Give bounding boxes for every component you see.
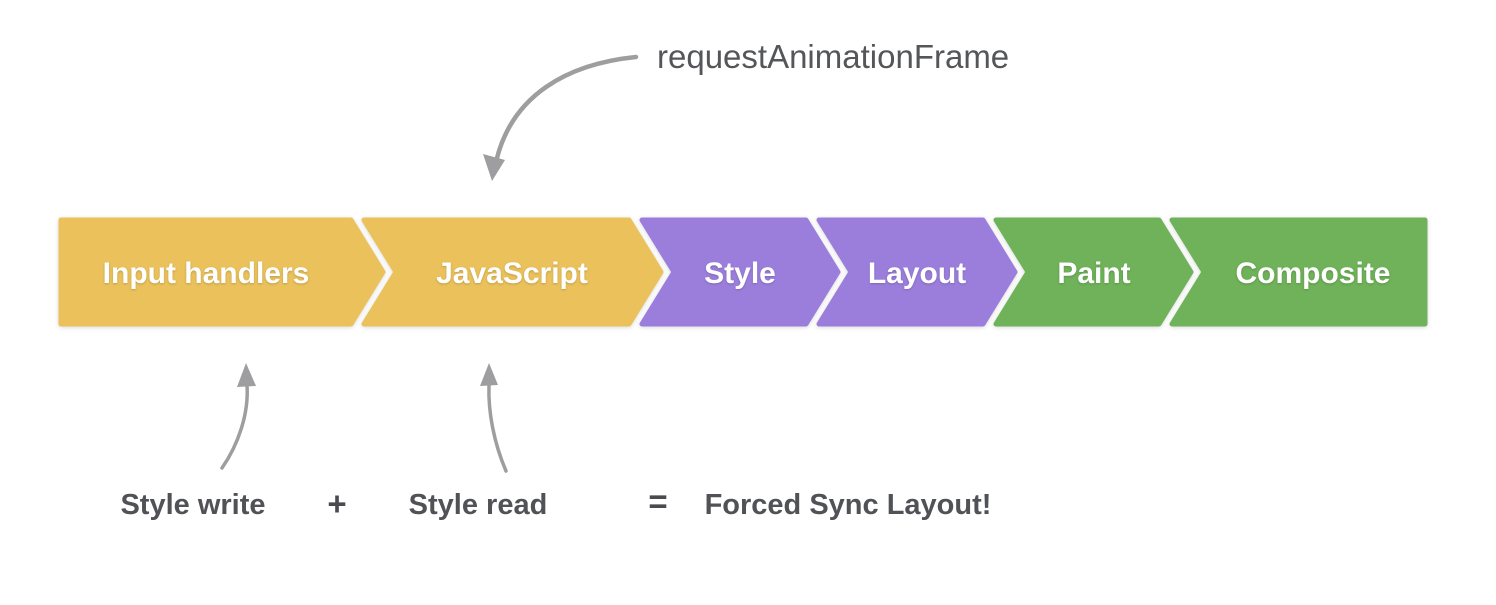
raf-label: requestAnimationFrame: [657, 38, 1009, 75]
pipeline-bar: Input handlers JavaScript Style Layout P…: [58, 217, 1428, 327]
stage-input-handlers-label: Input handlers: [103, 257, 310, 290]
stage-composite-shape: [1169, 217, 1428, 327]
stage-paint-label: Paint: [1057, 257, 1130, 290]
style-read-label: Style read: [409, 489, 548, 521]
stage-composite: Composite: [1169, 217, 1428, 327]
stage-style: Style: [639, 217, 841, 327]
forced-sync-layout-label: Forced Sync Layout!: [705, 489, 992, 521]
style-read-arrow-icon: [480, 363, 508, 473]
stage-paint: Paint: [993, 217, 1194, 327]
stage-layout-shape: [816, 217, 1018, 327]
plus-sign: +: [327, 485, 346, 522]
raf-arrowhead: [483, 154, 505, 181]
style-write-arrow-shaft: [220, 383, 249, 470]
style-write-arrowhead: [237, 363, 256, 387]
stage-style-label: Style: [704, 257, 776, 290]
stage-style-shape: [639, 217, 841, 327]
stage-javascript: JavaScript: [361, 217, 664, 327]
stage-layout: Layout: [816, 217, 1018, 327]
stage-input-handlers: Input handlers: [58, 217, 386, 327]
equals-sign: =: [648, 483, 667, 520]
raf-curved-arrow-icon: [483, 54, 639, 181]
style-write-label: Style write: [120, 489, 265, 521]
stage-input-handlers-shape: [58, 217, 386, 327]
style-read-arrowhead: [480, 363, 498, 386]
stage-paint-shape: [993, 217, 1194, 327]
equation-row: Style write + Style read = Forced Sync L…: [120, 483, 991, 522]
raf-arrow-shaft: [494, 54, 639, 161]
stage-javascript-label: JavaScript: [436, 257, 588, 290]
style-write-arrow-icon: [220, 363, 256, 470]
stage-layout-label: Layout: [868, 257, 966, 290]
stage-composite-label: Composite: [1235, 257, 1390, 290]
style-read-arrow-shaft: [487, 383, 508, 473]
stage-javascript-shape: [361, 217, 664, 327]
